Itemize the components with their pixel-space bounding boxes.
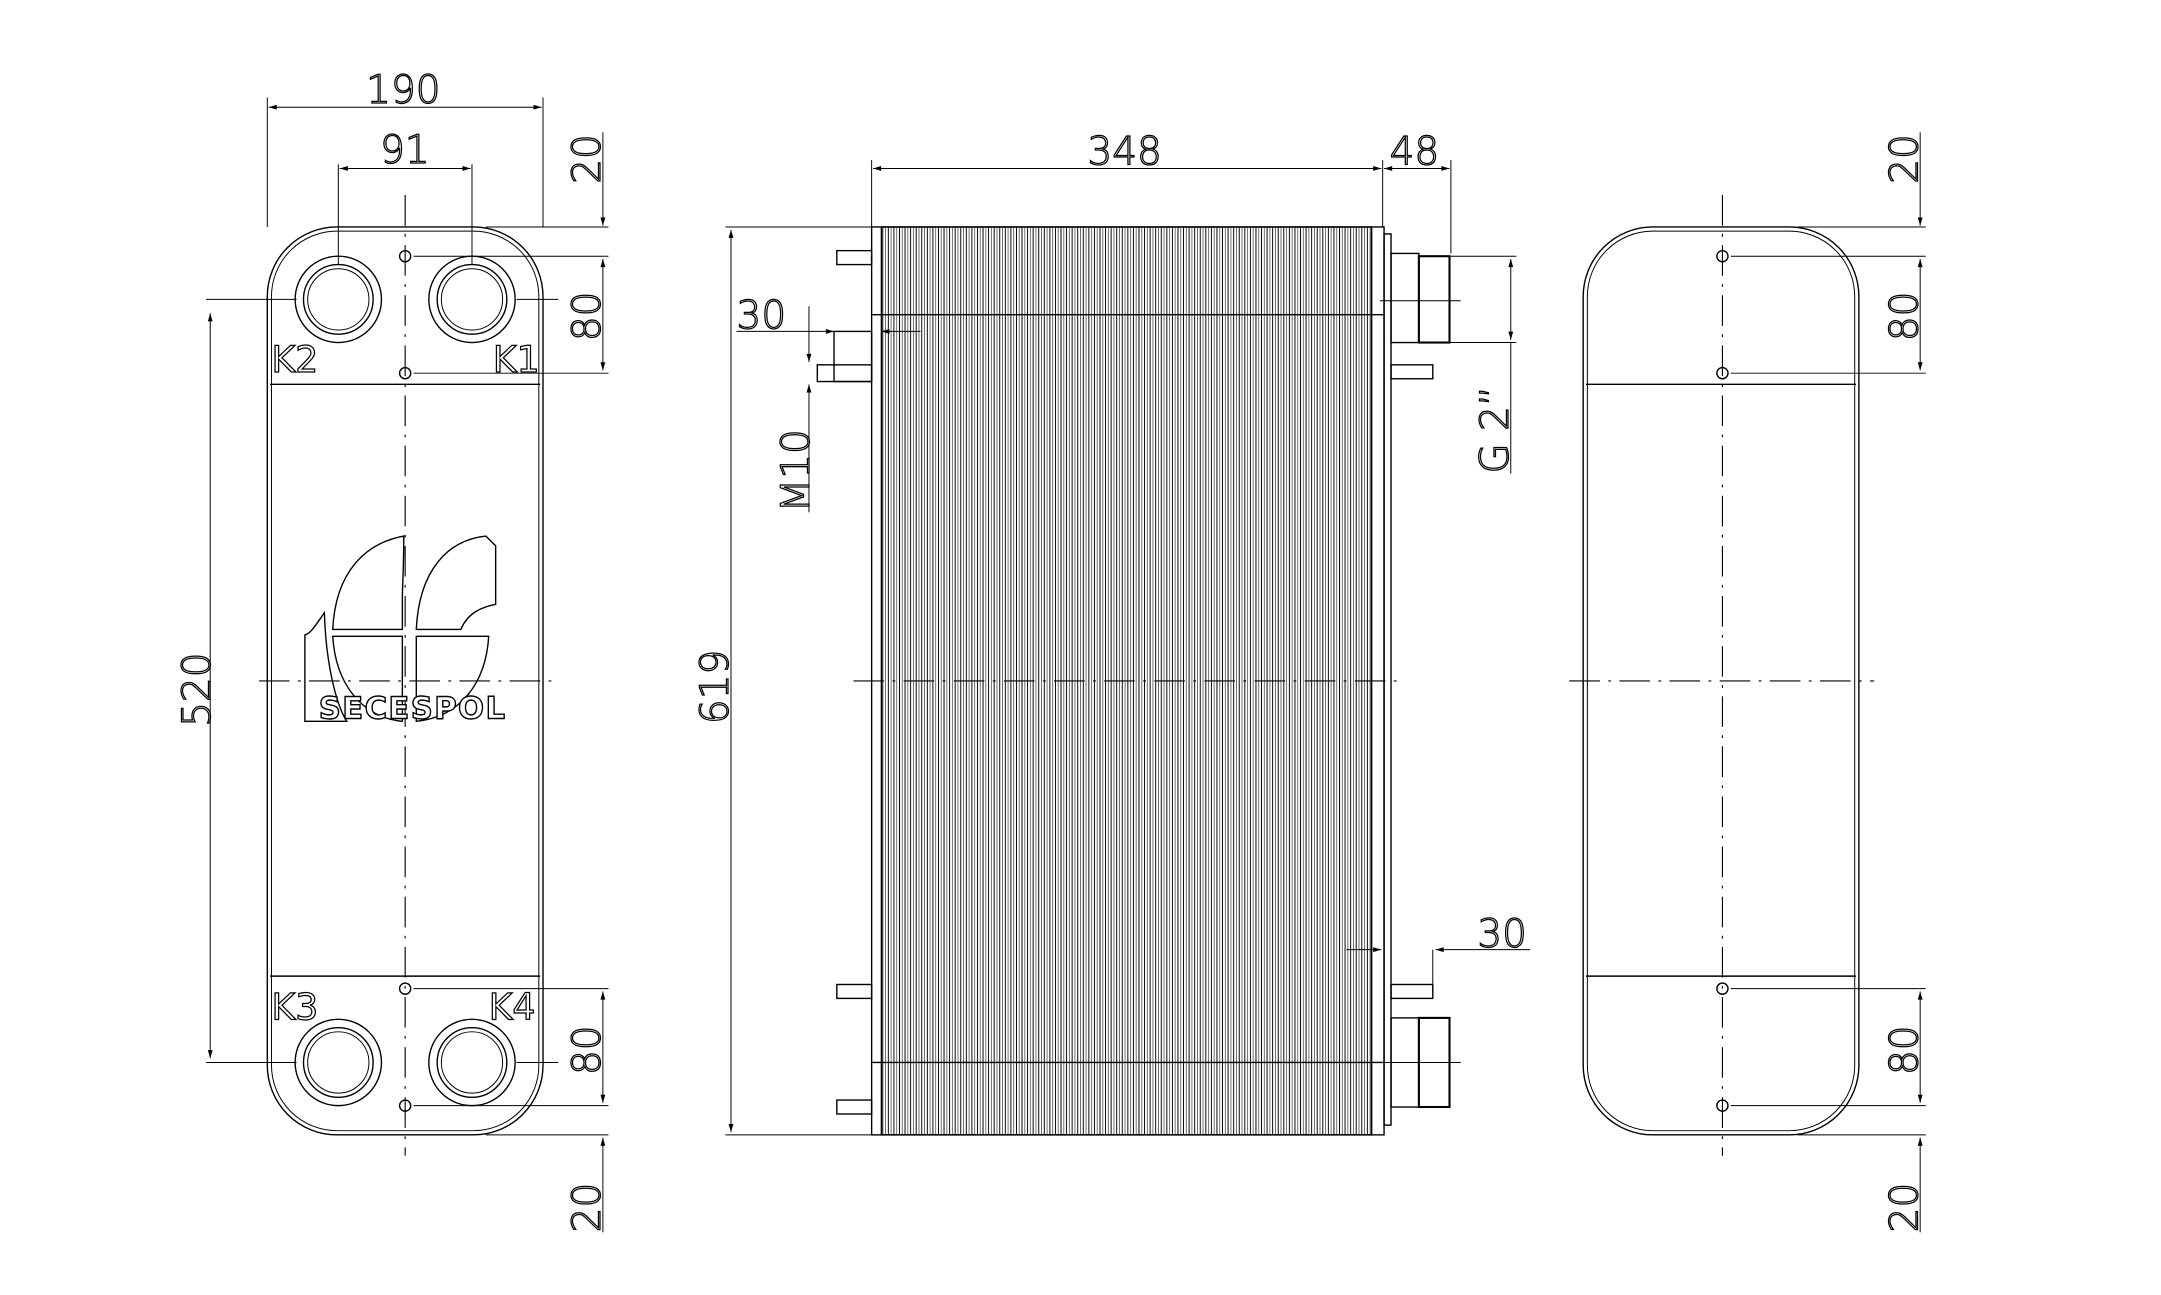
dim-back-bottom-margin-20: 20 [1882,1183,1927,1233]
port-label-k4: K4 [489,985,536,1028]
dim-connection-48: 48 [1390,129,1440,174]
port-label-k3: K3 [271,985,318,1028]
dim-bottom-bolt-80: 80 [565,1025,610,1075]
dim-back-bottom-bolt-80: 80 [1882,1025,1927,1075]
port-label-k1: K1 [493,338,540,381]
dim-stud-offset-bottom-30: 30 [1477,912,1527,957]
dim-back-top-bolt-80: 80 [1882,292,1927,342]
front-view: K2 K1 K3 K4 SECESPOL 190 91 520 [175,67,611,1233]
secespol-logo-icon [304,535,497,723]
dim-width-190: 190 [366,68,440,113]
dim-vertical-520: 520 [175,652,220,726]
dim-stud-thread-m10: M10 [774,429,819,512]
back-view: 20 80 80 20 [1569,132,1928,1233]
dim-back-top-margin-20: 20 [1882,134,1927,184]
logo-text: SECESPOL [319,692,507,727]
dim-height-619: 619 [693,650,738,724]
dim-bottom-margin-20: 20 [565,1183,610,1233]
port-k1 [428,255,516,344]
port-k2 [294,255,383,344]
port-k3 [294,1018,383,1107]
dim-top-margin-20: 20 [565,134,610,184]
dim-connection-thread-g2: G 2” [1473,386,1518,474]
dim-top-bolt-80: 80 [565,292,610,342]
dim-port-spacing-91: 91 [380,128,430,173]
side-view: 348 48 619 30 M10 G 2” 30 [693,129,1531,1136]
dim-stud-offset-top-30: 30 [737,294,787,339]
dim-depth-348: 348 [1087,129,1161,174]
port-label-k2: K2 [271,338,318,381]
port-k4 [428,1018,516,1107]
